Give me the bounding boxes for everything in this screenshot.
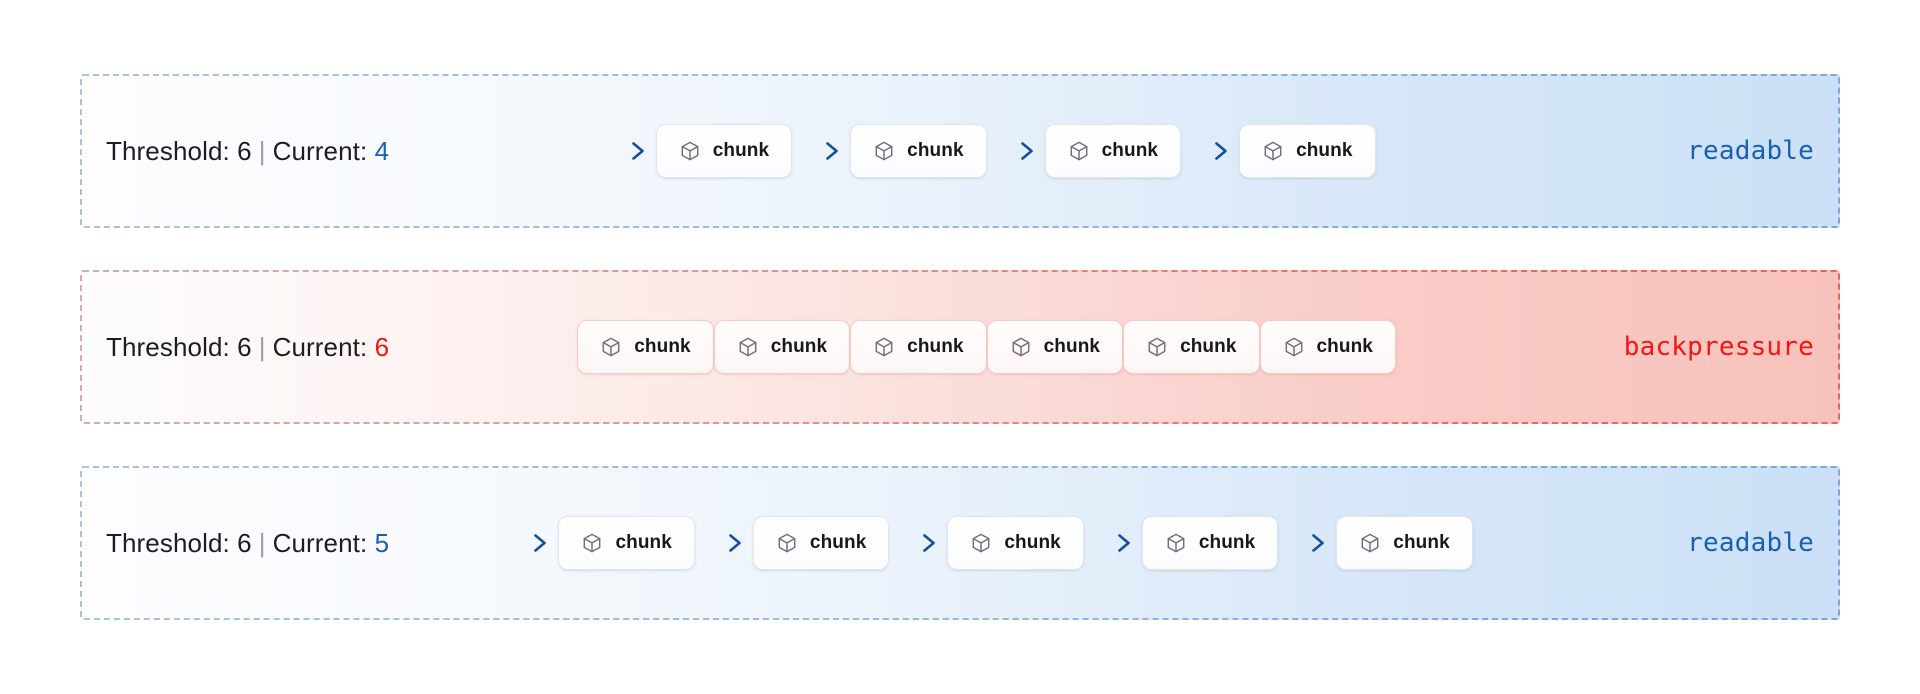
- current-value: 6: [374, 331, 390, 362]
- meta-separator: |: [258, 135, 266, 166]
- chunk-label: chunk: [1180, 336, 1237, 357]
- cube-icon: [1167, 533, 1185, 553]
- current-value: 4: [374, 135, 390, 166]
- chunk-label: chunk: [712, 140, 770, 161]
- chunk-label: chunk: [634, 336, 691, 357]
- chunk-item[interactable]: chunk: [850, 124, 987, 178]
- chunk-item[interactable]: chunk: [947, 516, 1084, 570]
- row-status-label: backpressure: [1623, 332, 1814, 362]
- row-meta: Threshold: 6|Current: 6: [106, 332, 389, 363]
- chunk-track: chunk chunk chunk chunk: [389, 124, 1584, 178]
- meta-separator: |: [258, 527, 266, 558]
- chunk-label: chunk: [615, 532, 672, 553]
- flow-arrow-icon: [1089, 534, 1130, 552]
- chunk-label: chunk: [1043, 336, 1101, 357]
- chunk-item[interactable]: chunk: [752, 516, 890, 570]
- cube-icon: [972, 533, 990, 553]
- cube-icon: [584, 533, 601, 553]
- chunk-item[interactable]: chunk: [1141, 516, 1279, 570]
- chunk-label: chunk: [1316, 336, 1373, 357]
- row-meta: Threshold: 6|Current: 4: [106, 136, 389, 167]
- chunk-label: chunk: [907, 336, 964, 357]
- chunk-track: chunk chunk chunk chunk chunk chunk: [389, 320, 1584, 374]
- cube-icon: [681, 141, 699, 161]
- cube-icon: [1285, 337, 1302, 357]
- row-status-label: readable: [1687, 136, 1814, 166]
- cube-icon: [1361, 533, 1379, 553]
- chunk-item[interactable]: chunk: [577, 320, 714, 374]
- chunk-label: chunk: [770, 336, 828, 357]
- meta-separator: |: [258, 331, 266, 362]
- chunk-item[interactable]: chunk: [1259, 320, 1396, 374]
- current-label: Current:: [272, 527, 368, 558]
- chunk-item[interactable]: chunk: [1044, 124, 1182, 178]
- chunk-item[interactable]: chunk: [850, 320, 987, 374]
- current-label: Current:: [272, 331, 368, 362]
- chunk-label: chunk: [1296, 140, 1353, 161]
- flow-arrow-icon: [798, 142, 838, 160]
- flow-arrow-icon: [992, 142, 1033, 160]
- cube-icon: [1148, 337, 1166, 357]
- flow-arrow-icon: [506, 534, 547, 552]
- chunk-item[interactable]: chunk: [1239, 124, 1376, 178]
- flow-arrow-icon: [1284, 534, 1325, 552]
- cube-icon: [1012, 337, 1030, 357]
- cube-icon: [1070, 141, 1088, 161]
- chunk-track: chunk chunk chunk chunk chunk: [389, 516, 1584, 570]
- cube-icon: [778, 533, 796, 553]
- chunk-item[interactable]: chunk: [558, 516, 695, 570]
- cube-icon: [875, 337, 893, 357]
- threshold-label: Threshold:: [106, 135, 230, 166]
- chunk-item[interactable]: chunk: [1123, 320, 1260, 374]
- chunk-item[interactable]: chunk: [655, 124, 793, 178]
- cube-icon: [602, 337, 620, 357]
- chunk-label: chunk: [1004, 532, 1061, 553]
- flow-arrow-icon: [700, 534, 741, 552]
- flow-arrow-icon: [603, 142, 644, 160]
- flow-arrow-icon: [1187, 142, 1227, 160]
- cube-icon: [875, 141, 893, 161]
- row-meta: Threshold: 6|Current: 5: [106, 528, 389, 559]
- cube-icon: [1264, 141, 1282, 161]
- chunk-label: chunk: [809, 532, 867, 553]
- cube-icon: [739, 337, 757, 357]
- chunk-label: chunk: [1198, 532, 1256, 553]
- chunk-label: chunk: [1101, 140, 1159, 161]
- chunk-label: chunk: [907, 140, 964, 161]
- threshold-value: 6: [237, 527, 252, 558]
- flow-arrow-icon: [895, 534, 936, 552]
- chunk-item[interactable]: chunk: [986, 320, 1124, 374]
- current-value: 5: [374, 527, 390, 558]
- chunk-item[interactable]: chunk: [1336, 516, 1473, 570]
- threshold-label: Threshold:: [106, 527, 230, 558]
- threshold-value: 6: [237, 135, 252, 166]
- row-status-label: readable: [1687, 528, 1814, 558]
- threshold-value: 6: [237, 331, 252, 362]
- current-label: Current:: [272, 135, 368, 166]
- threshold-label: Threshold:: [106, 331, 230, 362]
- chunk-label: chunk: [1393, 532, 1450, 553]
- chunk-item[interactable]: chunk: [713, 320, 851, 374]
